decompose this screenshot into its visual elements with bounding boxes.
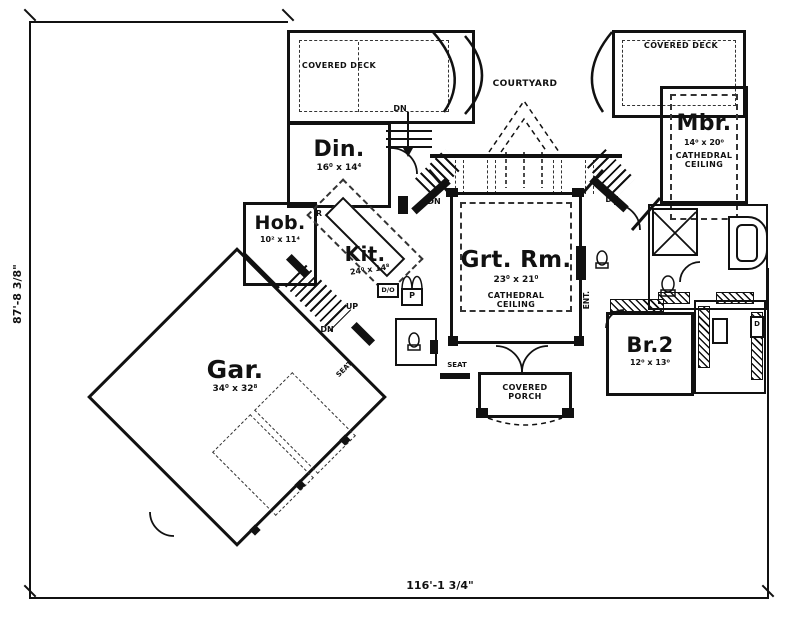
gallery-wall <box>430 154 622 158</box>
stair-label-dn: DN <box>605 195 619 204</box>
courtyard-feature <box>500 117 548 153</box>
porch-post <box>476 408 488 418</box>
wall-chunk <box>350 321 376 347</box>
turret-arc-right <box>590 31 613 113</box>
room-covered-deck-right-label: COVERED DECK <box>643 41 719 50</box>
room-dining-label: Din. <box>313 137 365 162</box>
gallery-column <box>487 160 488 194</box>
room-dining-size: 16⁰ x 14⁴ <box>316 163 362 173</box>
porch-bow <box>487 417 563 426</box>
room-covered-deck-right <box>612 30 746 118</box>
gallery-column <box>455 160 456 194</box>
room-covered-porch-label: COVERED PORCH <box>502 383 548 401</box>
gallery-column <box>561 160 562 194</box>
room-kitchen-label: Kit. <box>344 242 386 266</box>
fireplace <box>576 246 586 280</box>
gallery-column <box>495 160 496 194</box>
dim-tick <box>281 8 295 22</box>
gallery-column <box>463 160 464 194</box>
double-oven <box>377 283 399 298</box>
dim-line-bottom <box>29 597 769 599</box>
entry-label: ENT. <box>581 291 591 310</box>
seat-label-entry: SEAT <box>447 361 467 369</box>
room-master-bedroom-label: Mbr. <box>676 111 732 136</box>
room-master-bedroom <box>660 86 748 204</box>
closet-island <box>712 318 728 344</box>
room-master-bedroom-note: CATHEDRAL CEILING <box>675 151 733 169</box>
wall-chunk <box>446 188 458 197</box>
door-arc <box>495 345 523 373</box>
room-master-bedroom-size: 14⁰ x 20⁰ <box>683 138 724 147</box>
room-garage-label: Gar. <box>206 355 264 384</box>
dim-line-top <box>29 21 288 23</box>
room-garage <box>87 247 387 547</box>
closet-rod <box>610 299 664 312</box>
great-room-ceiling <box>460 202 572 312</box>
room-hobby-label: Hob. <box>254 212 306 234</box>
room-bedroom-2-label: Br.2 <box>626 333 674 357</box>
tub <box>736 224 758 262</box>
dim-label-bottom: 116'-1 3/4" <box>406 579 474 592</box>
room-great-room-label: Grt. Rm. <box>460 247 572 273</box>
courtyard-label: COURTYARD <box>492 79 558 89</box>
wall-chunk <box>430 340 438 354</box>
appliance-label-pantry: P <box>409 291 415 300</box>
courtyard-feature <box>488 99 560 153</box>
room-hobby-size: 10² x 11⁴ <box>259 235 300 244</box>
room-garage-size: 34⁰ x 32⁸ <box>212 384 258 394</box>
dryer-box <box>750 316 764 338</box>
door-arc <box>149 511 175 537</box>
stair-arrow <box>407 112 409 148</box>
gallery-column <box>553 160 554 194</box>
deck-left-edge <box>299 40 449 112</box>
room-hobby <box>243 202 317 286</box>
stair-label-dn: DN <box>393 104 407 113</box>
gallery-column <box>585 160 586 194</box>
appliance-label-dryer: D <box>754 320 760 328</box>
room-great-room-note: CATHEDRAL CEILING <box>487 291 545 309</box>
porch-post <box>562 408 574 418</box>
room-covered-porch <box>478 372 572 418</box>
closet-rod <box>698 306 710 368</box>
room-bedroom-2 <box>606 312 694 396</box>
deck-stairs <box>386 122 432 148</box>
dim-line-right <box>767 268 769 599</box>
appliance-label-double-oven: D/O <box>381 286 395 294</box>
dim-line-left <box>29 22 31 598</box>
closet-rod <box>716 292 754 304</box>
dim-tick <box>23 8 37 22</box>
stair-arrowhead <box>403 148 413 157</box>
deck-left-joint <box>358 42 359 112</box>
stair-label-up: UP <box>345 302 359 311</box>
wall-chunk <box>574 336 584 346</box>
stair-label-dn: DN <box>320 325 334 334</box>
door-arc <box>521 345 549 373</box>
deck-right-edge <box>622 40 736 106</box>
appliance-label-fridge: R <box>315 209 323 218</box>
seat-bench <box>440 373 470 379</box>
wall-chunk <box>572 188 584 197</box>
wall-chunk <box>448 336 458 346</box>
room-covered-deck-left-label: COVERED DECK <box>301 61 377 70</box>
shower <box>652 208 698 256</box>
master-ceiling <box>670 94 738 220</box>
wall-chunk <box>398 196 408 214</box>
stair-label-dn: DN <box>427 197 441 206</box>
dim-label-left: 87'-8 3/8" <box>10 264 24 324</box>
room-great-room-size: 23⁰ x 21⁰ <box>493 275 539 285</box>
room-bedroom-2-size: 12⁰ x 13⁰ <box>629 358 670 367</box>
